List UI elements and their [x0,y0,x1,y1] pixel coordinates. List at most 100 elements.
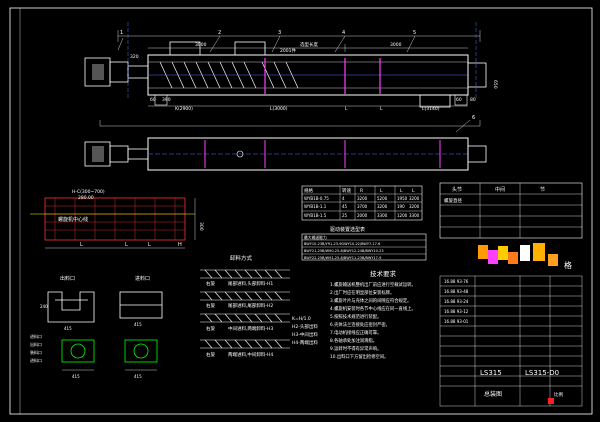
outlet-dim: 240 [40,304,48,309]
bottom-label-l2: L [345,106,348,112]
bottom-label-l1: L(3000) [270,106,288,112]
outlet-dim: 415 [134,322,142,327]
spec-line: 16.88 93-48 [444,289,469,294]
selection-table-title: 驱动装置选型表 [330,226,365,233]
bottom-label-l4: L(3140) [422,106,440,112]
sel-header-l1: L [380,188,383,194]
tech-item: 6.壳体法兰连接处应密封严密。 [330,321,390,328]
unloading-methods: 卸料方式 右旋 尾部进料,头部卸料-H1 右旋 尾部进料,尾部卸料-H2 右旋 … [200,254,318,358]
unloading-dir: 右旋 [206,302,215,309]
spec-line: 16.88 93-76 [444,279,469,284]
max-capacity-table: 最大输送能力 BWY10-23B/Y91-23-9GWY10-22/BWY7-1… [301,233,427,261]
red-marker [548,398,554,404]
dim-60: 60 [150,97,156,103]
discharge-chute [419,94,451,108]
top-elevation-view: 1 2 3 4 5 选型长度 3000 2001件 3000 320 60 65… [84,22,498,112]
unloading-title: 卸料方式 [230,254,253,262]
section-views [61,339,158,363]
title-line: 螺旋直径 [444,197,462,204]
tech-item: 10.出料口下方留出检修空间。 [330,353,388,360]
unloading-desc: 中间进料,两端卸料-H3 [228,325,273,332]
plan-hangers [204,140,441,168]
leader-num-3: 3 [278,30,281,36]
unloading-desc: 两端进料,中间卸料-H4 [228,351,273,358]
section-length-label: 选型长度 [300,41,318,48]
sel-cell: 1200 [397,213,408,218]
max-cell: BWY21-25B/W90-25-8/BWY12-24B/BWY10-23 [304,249,384,253]
top-leaders [117,35,416,53]
sel-cell: 3700 [357,204,368,209]
sel-cell: WYB1B-1.5 [304,213,327,218]
inlet-note: 出料口 [30,341,42,347]
drawing-scale: 比例 [554,391,563,398]
max-cell: BWY10-23B/Y91-23-9GWY10-22/BWY7-17-6 [304,242,380,246]
sel-cell: 3200 [409,196,420,201]
hangers [264,58,381,94]
dim-60b: 60 [456,97,462,103]
inlet-note: 进料口 [30,333,42,339]
unloading-extra: H2-头部出料 [292,323,318,330]
sel-cell: 190 [397,204,405,209]
center-dim-280: 280.00 [78,195,94,201]
tech-title: 技术要求 [370,269,397,278]
sel-cell: 25 [342,213,348,218]
title-head: 节 [540,187,545,193]
dim-390: 390 [162,97,171,103]
sel-cell: 1950 [397,196,408,201]
sel-cell: 3300 [377,213,388,218]
tech-item: 4.螺旋机安装时各节中心线应在同一直线上。 [330,305,416,312]
inlet-title: 进料口 [135,275,150,282]
title-head: 头节 [452,186,462,193]
outlet-inlet-details: 出料口 进料口 240 415 415 415 415 进料口 出料口 装料口 … [30,275,163,379]
sel-cell: 3300 [409,213,420,218]
unloading-dir: 右旋 [206,351,215,358]
leader-num-4: 4 [342,30,345,36]
unloading-screws [200,269,290,349]
unloading-dir: 右旋 [206,325,215,332]
center-l3: L [148,242,151,248]
unloading-extra: H3-中间出料 [292,331,318,338]
unloading-extra: K=H/1.0 [292,316,311,322]
inlet-chute-a [169,41,201,56]
inlet-note: 进料口 [30,357,42,363]
leader-num-2: 2 [218,30,221,36]
section-dim: 415 [72,374,80,379]
outlet-dim: 415 [64,326,72,331]
dim-2001: 2001件 [280,47,296,54]
tech-item: 5.按照技术规范进行装配。 [330,313,381,320]
top-dimension-lines [117,30,481,52]
sel-cell: 2000 [357,213,368,218]
technical-requirements: 技术要求 1.螺旋输送机整机出厂前应进行空载试运转。 2.出厂时应在明显部位安装… [330,269,416,360]
sel-cell: 5200 [377,196,388,201]
sel-header-l2: L [400,188,403,194]
sel-cell: 3200 [409,204,420,209]
bottom-label-l3: L [380,106,383,112]
tech-item: 7.电动机接线应正确可靠。 [330,329,381,336]
spec-line: 16.88 93-01 [444,319,469,324]
selection-table: 规格 转速 R L L L WYB1B-0.75 4 3200 5200 195… [301,185,423,233]
sel-cell: 45 [342,204,348,209]
dim-650: 650 [492,80,498,89]
max-cell: 最大输送能力 [304,235,327,240]
unloading-extra: H4-两端出料 [292,339,318,346]
tech-item: 8.各轴承处加注润滑脂。 [330,337,377,344]
centerline-detail: H-C(300~700) 280.00 螺旋机中心线 300 L L L H [30,189,204,249]
title-block: 头节 中间 节 螺旋直径 格 16. [439,182,583,407]
section-dim: 415 [134,374,142,379]
drawing-frame [9,7,593,415]
tech-item: 2.出厂时应在明显部位安装标牌。 [330,289,394,296]
leader-num-6: 6 [472,115,475,121]
sel-cell: 3200 [357,196,368,201]
center-dim-300: 300 [198,222,204,231]
drawing-type: 总装图 [484,390,502,398]
outlet-title: 出料口 [60,275,75,282]
unloading-desc: 尾部进料,尾部卸料-H2 [228,302,273,309]
sel-cell: WYB1B-0.75 [304,196,329,201]
tech-item: 3.螺旋叶片与壳体之间的间隙应符合规定。 [330,297,411,304]
center-dim-hc: H-C(300~700) [72,189,105,195]
plan-view: 6 [84,115,487,171]
tech-item: 1.螺旋输送机整机出厂前应进行空载试运转。 [330,281,416,288]
spec-line: 16.88 93-12 [444,309,469,314]
